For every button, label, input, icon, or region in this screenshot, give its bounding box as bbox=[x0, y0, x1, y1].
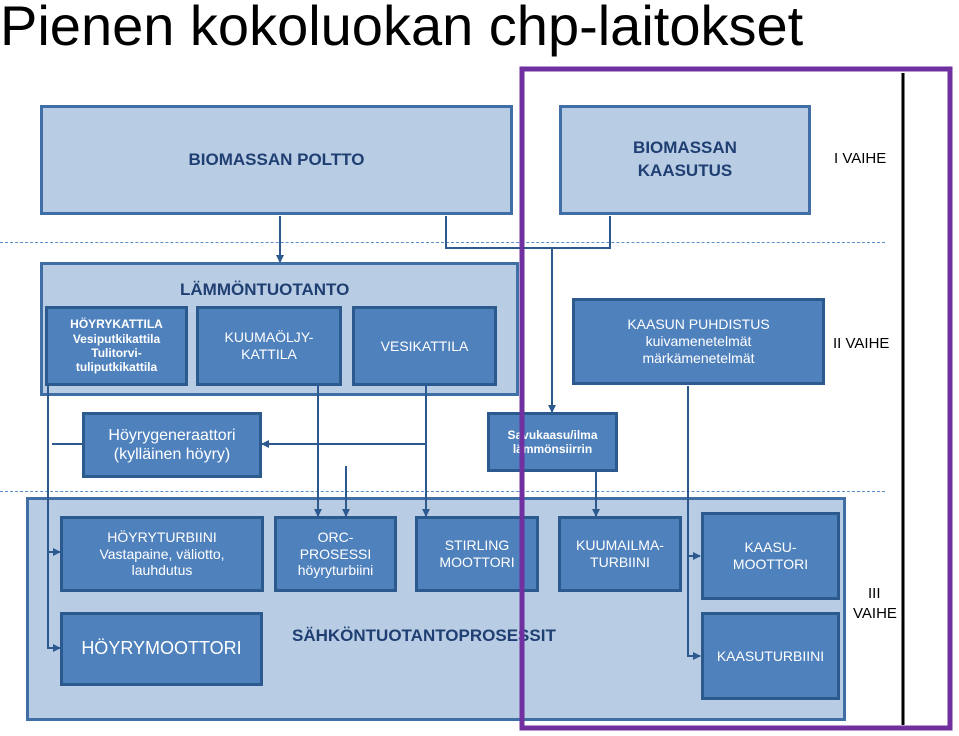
orc-line2: PROSESSI bbox=[299, 545, 372, 562]
savukaasu-line1: Savukaasu/ilma bbox=[507, 427, 598, 442]
stirling-line2: MOOTTORI bbox=[439, 554, 515, 570]
kaasuturbiini-label: KAASUTURBIINI bbox=[716, 647, 825, 664]
kaasumoottori-line2: MOOTTORI bbox=[732, 556, 809, 572]
hoyryturbiini-box: HÖYRYTURBIINI Vastapaine, väliotto, lauh… bbox=[60, 516, 264, 592]
savukaasu-line2: lämmönsiirrin bbox=[512, 442, 593, 456]
kaasuturbiini-box: KAASUTURBIINI bbox=[701, 612, 840, 700]
hoyrygeneraattori-line2: (kylläinen höyry) bbox=[113, 446, 231, 463]
hoyrygeneraattori-line1: Höyrygeneraattori bbox=[108, 426, 236, 444]
stage-divider-1 bbox=[0, 242, 885, 243]
kaasun-puhdistus-box: KAASUN PUHDISTUS kuivamenetelmät märkäme… bbox=[572, 298, 825, 385]
vesikattila-box: VESIKATTILA bbox=[352, 306, 497, 386]
stage-label-iii-1: III bbox=[868, 585, 881, 602]
arrow-hoyrykattila-hoyryturbiini bbox=[47, 386, 61, 556]
biomassan-poltto-label: BIOMASSAN POLTTO bbox=[188, 150, 365, 169]
stage-label-i: I VAIHE bbox=[834, 150, 887, 167]
arrow-kaasutus-savukaasu bbox=[445, 216, 556, 413]
stage-label-ii: II VAIHE bbox=[833, 335, 890, 352]
kuumailmaturbiini-box: KUUMAILMA- TURBIINI bbox=[558, 516, 682, 592]
stage-divider-2 bbox=[0, 491, 885, 492]
biomassan-kaasutus-line2: KAASUTUS bbox=[637, 161, 733, 180]
kaasun-puhdistus-line1: KAASUN PUHDISTUS bbox=[627, 316, 770, 333]
hoyrykattila-line3: Tulitorvi- bbox=[91, 346, 142, 360]
kuumaoljy-line2: KATTILA bbox=[241, 346, 297, 362]
arrow-puhdistus-kaasuturbiini bbox=[687, 386, 701, 660]
hoyrykattila-line4: tuliputkikattila bbox=[75, 360, 158, 375]
kaasumoottori-line1: KAASU- bbox=[744, 539, 797, 556]
stirling-moottori-box: STIRLING MOOTTORI bbox=[415, 516, 539, 592]
line-kaasutus-split bbox=[552, 216, 611, 249]
hoyrygeneraattori-box: Höyrygeneraattori (kylläinen höyry) bbox=[82, 412, 262, 478]
hoyrykattila-line1: HÖYRYKATTILA bbox=[70, 317, 163, 332]
hoyrymoottori-label: HÖYRYMOOTTORI bbox=[81, 638, 242, 659]
biomassan-kaasutus-line1: BIOMASSAN bbox=[633, 138, 737, 158]
kaasumoottori-box: KAASU- MOOTTORI bbox=[701, 512, 840, 600]
hoyryturbiini-line3: lauhdutus bbox=[131, 562, 193, 579]
kuumaoljy-line1: KUUMAÖLJY- bbox=[224, 329, 314, 346]
kaasun-puhdistus-line3: märkämenetelmät bbox=[642, 349, 755, 366]
hoyrymoottori-box: HÖYRYMOOTTORI bbox=[60, 612, 263, 686]
kuumailma-line2: TURBIINI bbox=[590, 554, 650, 570]
hoyryturbiini-line1: HÖYRYTURBIINI bbox=[107, 528, 217, 545]
orc-line3: höyryturbiini bbox=[297, 562, 374, 579]
stage-label-iii-2: VAIHE bbox=[853, 605, 897, 622]
savukaasu-lammonsiirrin-box: Savukaasu/ilma lämmönsiirrin bbox=[487, 412, 618, 472]
kuumailma-line1: KUUMAILMA- bbox=[576, 537, 664, 554]
sahkontuotanto-label: SÄHKÖNTUOTANTOPROSESSIT bbox=[292, 626, 556, 645]
hoyrykattila-line2: Vesiputkikattila bbox=[72, 331, 161, 346]
vesikattila-label: VESIKATTILA bbox=[380, 337, 469, 354]
highlight-frame bbox=[519, 66, 953, 731]
biomassan-poltto-box: BIOMASSAN POLTTO bbox=[40, 105, 513, 215]
page-title: Pienen kokoluokan chp-laitokset bbox=[0, 0, 804, 57]
orc-prosessi-box: ORC- PROSESSI höyryturbiini bbox=[274, 516, 397, 592]
kaasun-puhdistus-line2: kuivamenetelmät bbox=[645, 333, 752, 350]
kuumaoljy-kattila-box: KUUMAÖLJY- KATTILA bbox=[196, 306, 342, 386]
biomassan-kaasutus-box: BIOMASSAN KAASUTUS bbox=[559, 105, 811, 215]
stirling-line1: STIRLING bbox=[444, 537, 510, 554]
arrow-hoyrykattila-hoyrymoottori bbox=[47, 552, 61, 652]
hoyrykattila-box: HÖYRYKATTILA Vesiputkikattila Tulitorvi-… bbox=[45, 306, 188, 386]
lammontuotanto-label: LÄMMÖNTUOTANTO bbox=[180, 280, 350, 299]
orc-line1: ORC- bbox=[317, 528, 354, 545]
hoyryturbiini-line2: Vastapaine, väliotto, bbox=[99, 545, 225, 562]
